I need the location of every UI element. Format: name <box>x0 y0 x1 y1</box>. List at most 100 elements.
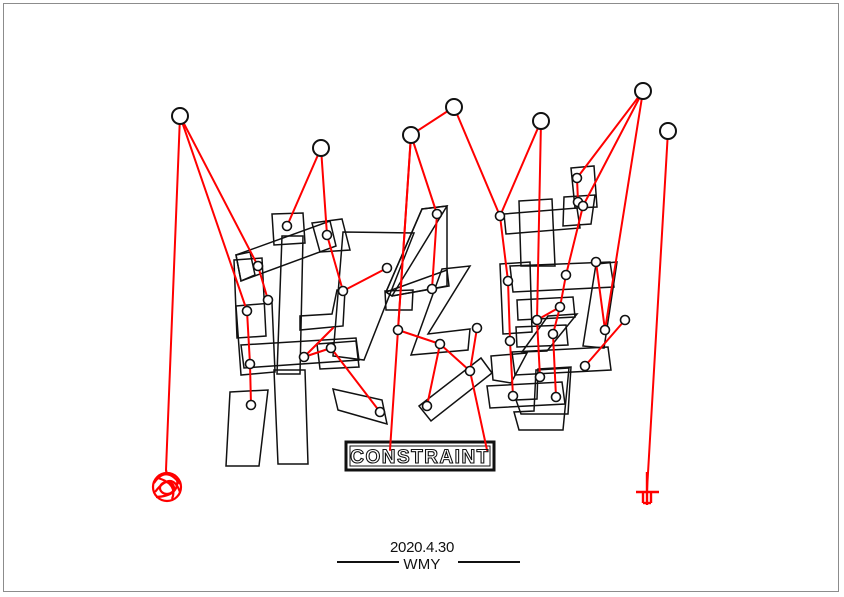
string-cp2-c <box>326 234 344 292</box>
control-point-ring-3[interactable] <box>402 126 420 144</box>
joint <box>421 400 433 412</box>
string-mid-3 <box>439 343 471 372</box>
constraint-plaque-inner <box>349 445 491 467</box>
plank-right-inner-bar1 <box>516 296 576 321</box>
character-strokes-group <box>225 165 618 472</box>
string-mid-2 <box>397 329 441 345</box>
string-left-3 <box>249 363 252 406</box>
string-cp2-b <box>320 147 328 236</box>
plank-mid-big-arrow <box>409 265 472 356</box>
string-right-9 <box>595 261 606 331</box>
plank-right-inner-bar2 <box>515 324 569 348</box>
joint <box>507 390 519 402</box>
red-yarn-ball <box>151 469 183 503</box>
joint <box>560 269 572 281</box>
joint <box>241 305 253 317</box>
string-mid-1 <box>431 213 438 290</box>
string-cp3-c <box>389 134 412 451</box>
plank-right-hook-left <box>490 352 529 384</box>
string-cp4-a <box>453 106 501 217</box>
string-cp5-b <box>536 120 542 321</box>
constraint-plaque-label: CONSTRAINT <box>350 447 490 468</box>
plank-left-upright <box>276 235 304 375</box>
string-mid-4 <box>426 343 441 407</box>
plank-right-upper-box <box>518 198 556 267</box>
plank-mid-small-tab <box>384 289 414 311</box>
joint <box>262 294 274 306</box>
marionette-strings-group <box>165 90 669 491</box>
yarn-arc-2 <box>154 479 182 493</box>
joint <box>321 229 333 241</box>
plank-mid-z-lower <box>385 205 448 297</box>
plank-right-upper-bar <box>503 207 581 235</box>
joint <box>252 260 264 272</box>
joint <box>281 220 293 232</box>
string-mid-5 <box>469 370 488 451</box>
joint <box>434 338 446 350</box>
plank-left-vert-left <box>235 302 276 376</box>
control-point-rings-group <box>171 82 677 157</box>
joint <box>554 301 566 313</box>
string-left-6 <box>330 347 381 413</box>
plank-right-upper-tab <box>562 194 596 227</box>
plank-left-diag-right <box>332 231 416 361</box>
joint <box>599 324 611 336</box>
signature-author: WMY <box>403 556 441 573</box>
joint <box>571 172 583 184</box>
string-cp6-c <box>582 90 644 207</box>
control-point-ring-7[interactable] <box>659 122 677 140</box>
joint <box>464 365 476 377</box>
string-left-7 <box>303 327 334 358</box>
joint <box>325 342 337 354</box>
joint <box>426 283 438 295</box>
joint <box>550 391 562 403</box>
plank-left-foot-left <box>225 389 269 467</box>
joint <box>244 358 256 370</box>
string-cp1-a <box>165 115 181 471</box>
joint <box>534 371 546 383</box>
joint <box>619 314 631 326</box>
joint <box>547 328 559 340</box>
string-cp3-d <box>410 134 438 215</box>
control-point-ring-4[interactable] <box>445 98 463 116</box>
control-point-ring-5[interactable] <box>532 112 550 130</box>
string-left-2 <box>246 310 251 365</box>
string-right-10 <box>552 333 557 398</box>
plank-left-foot-mid <box>273 369 309 465</box>
red-anchor-hook <box>636 472 659 505</box>
plank-right-lowbar <box>511 346 612 376</box>
plank-right-inner-diag <box>520 313 579 353</box>
string-right-2 <box>499 215 509 282</box>
string-left-4 <box>342 267 388 292</box>
string-cp6-a <box>576 90 644 179</box>
joint <box>504 335 516 347</box>
string-left-1 <box>257 265 269 301</box>
signature-rule-right <box>458 561 520 563</box>
joint <box>590 256 602 268</box>
plank-left-leg-inner <box>233 257 267 339</box>
signature-rule-left <box>337 561 399 563</box>
control-point-ring-1[interactable] <box>171 107 189 125</box>
control-point-ring-6[interactable] <box>634 82 652 100</box>
plank-right-leg <box>514 366 572 415</box>
joint <box>298 351 310 363</box>
joint <box>381 262 393 274</box>
joint <box>494 210 506 222</box>
string-right-4 <box>509 340 514 397</box>
plank-left-small-right <box>316 340 360 370</box>
plank-right-leg-long <box>513 367 570 431</box>
joint-circles-group <box>241 172 631 418</box>
string-mid-6 <box>469 327 478 372</box>
string-cp1-c <box>179 115 259 267</box>
joint <box>374 406 386 418</box>
control-point-ring-2[interactable] <box>312 139 330 157</box>
signature-date: 2020.4.30 <box>389 539 455 556</box>
string-right-7 <box>559 274 567 308</box>
plank-left-hook-upper <box>311 218 351 253</box>
string-right-5 <box>536 319 541 378</box>
yarn-outer-circle <box>151 471 183 503</box>
plank-right-vert-left <box>499 261 533 335</box>
string-cp1-b <box>179 115 248 312</box>
string-right-3 <box>507 280 511 342</box>
